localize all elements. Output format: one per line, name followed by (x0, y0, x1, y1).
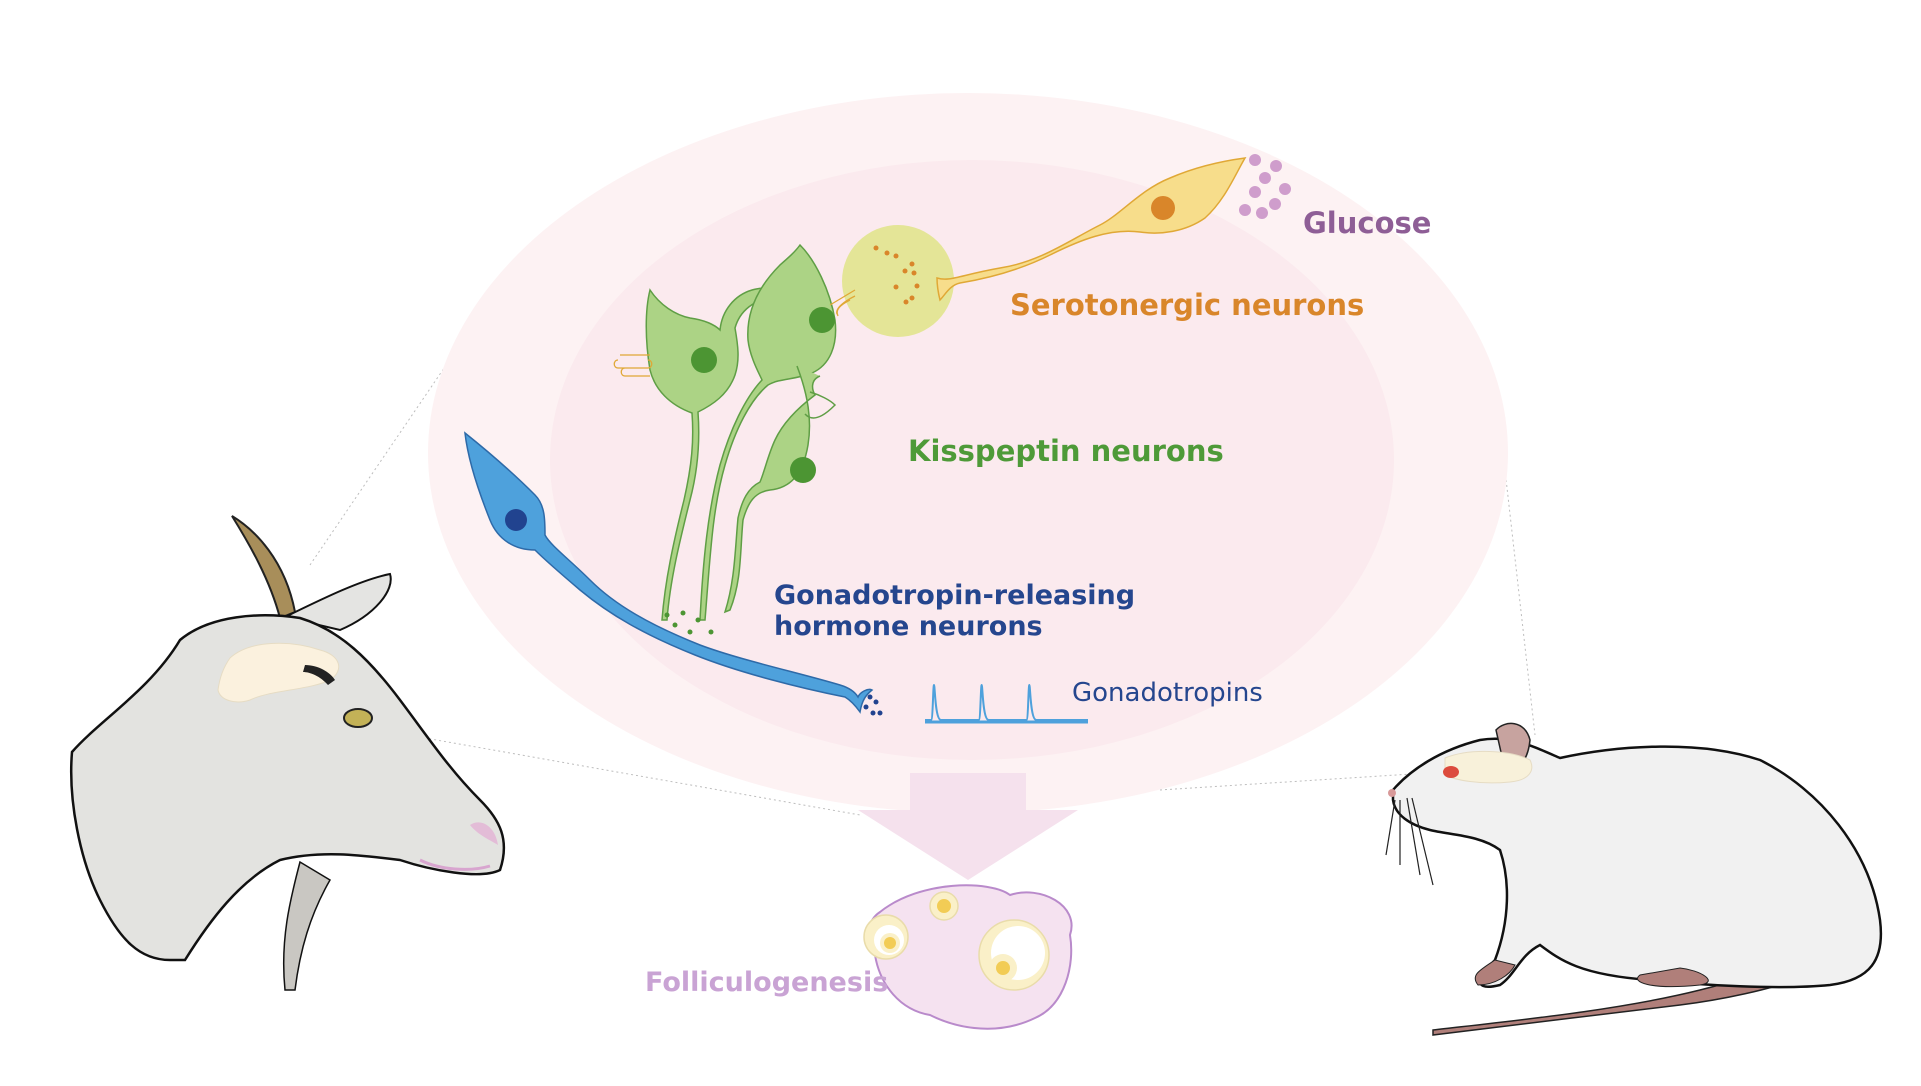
rat-nose (1388, 789, 1396, 797)
label-gnrh-line1: Gonadotropin-releasing (774, 580, 1136, 611)
label-gnrh-neurons: Gonadotropin-releasing hormone neurons (774, 580, 1135, 642)
gnrh-secretion (863, 694, 883, 716)
kisspeptin-nucleus (691, 347, 717, 373)
goat-illustration (70, 515, 506, 991)
label-kisspeptin-neurons: Kisspeptin neurons (908, 434, 1224, 468)
connector-line (379, 729, 861, 816)
goat-mouth (419, 858, 491, 871)
label-glucose: Glucose (1303, 206, 1432, 240)
label-folliculogenesis: Folliculogenesis (645, 967, 889, 998)
label-serotonergic-neurons: Serotonergic neurons (1010, 288, 1365, 322)
arrow-head (858, 810, 1078, 880)
serotonergic-nucleus (1151, 196, 1175, 220)
goat-brain (217, 642, 340, 703)
kisspeptin-nucleus (790, 457, 816, 483)
brain-ventricle (303, 665, 335, 685)
kisspeptin-nucleus (809, 307, 835, 333)
gnrh-neuron (464, 431, 883, 716)
rat-body (1391, 737, 1883, 989)
kisspeptin-neuron (645, 282, 782, 621)
synapse-halo (842, 225, 954, 337)
serotonergic-body (936, 157, 1247, 302)
goat-nose (470, 822, 498, 845)
glucose-molecules (1239, 154, 1291, 219)
oocyte (884, 937, 896, 949)
kisspeptin-neuron (699, 243, 837, 621)
kisspeptin-dendrite (804, 391, 837, 419)
goat-horn (231, 515, 297, 620)
receptor-icon (613, 354, 653, 377)
connector-line (1504, 469, 1536, 736)
rat-whiskers (1385, 797, 1434, 886)
serotonin-vesicles (873, 245, 920, 305)
rat-hind-paw (1637, 967, 1709, 988)
rat-brain (1444, 751, 1533, 784)
gonadotropin-pulse-graph (925, 683, 1088, 724)
rat-front-paw (1474, 959, 1516, 986)
serotonergic-neuron (842, 157, 1247, 337)
oocyte (996, 961, 1010, 975)
goat-eye (343, 708, 373, 728)
kisspeptin-vesicles (664, 610, 714, 635)
rat-illustration (1385, 722, 1883, 1036)
receptors (613, 289, 856, 377)
goat-ear (282, 572, 392, 632)
oocyte (937, 899, 951, 913)
receptor-icon (829, 289, 856, 317)
kisspeptin-neurons (645, 243, 837, 621)
label-gnrh-line2: hormone neurons (774, 611, 1043, 642)
goat-head (70, 614, 506, 962)
ovary-illustration (863, 884, 1073, 1030)
pulse-trace (925, 683, 1088, 721)
label-gonadotropins: Gonadotropins (1072, 678, 1263, 708)
rat-eye (1443, 766, 1459, 778)
goat-beard (282, 860, 332, 991)
down-arrow (858, 773, 1078, 880)
gnrh-body (464, 431, 874, 714)
gnrh-nucleus (505, 509, 527, 531)
